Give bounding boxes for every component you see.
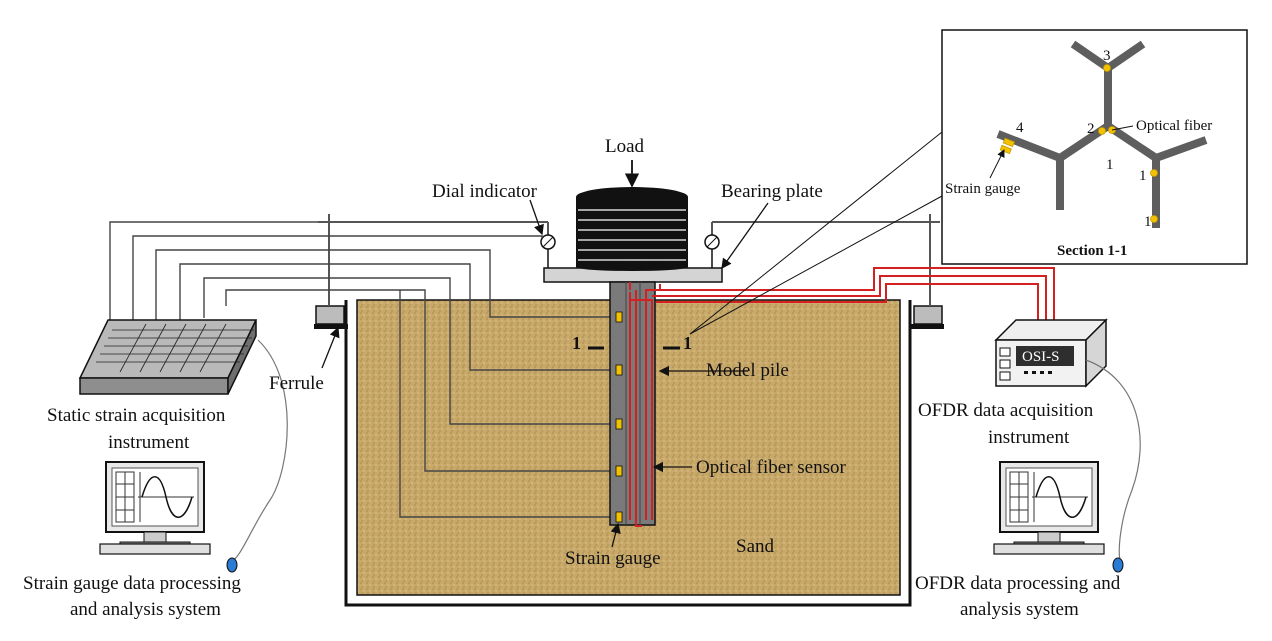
- inset-title: Section 1-1: [1057, 243, 1127, 259]
- ofdr-instrument-label-1: OFDR data acquisition: [918, 400, 1094, 421]
- ofdr-instrument: OSI-S: [994, 318, 1108, 388]
- static-instrument-label-2: instrument: [108, 432, 190, 453]
- section-marker-right-label: 1: [683, 333, 692, 353]
- static-strain-instrument: [78, 319, 258, 395]
- optical-fiber-sensor-label: Optical fiber sensor: [696, 457, 847, 478]
- left-ferrule: [314, 305, 348, 329]
- strain-system-label-2: and analysis system: [70, 599, 221, 620]
- strain-gauge-label: Strain gauge: [565, 548, 661, 569]
- ofdr-device-text: OSI-S: [1022, 349, 1060, 365]
- section-inset: 3 2 4 1 1 1 Optical fiber Strain gauge S…: [941, 29, 1248, 265]
- section-callout-lines: [689, 131, 943, 335]
- dial-indicator-label: Dial indicator: [432, 181, 538, 202]
- ofdr-system-label-1: OFDR data processing and: [915, 573, 1121, 594]
- model-pile: [609, 281, 656, 526]
- reference-beam: [318, 214, 940, 306]
- computer-left: [99, 461, 238, 573]
- computer-right: [993, 461, 1124, 573]
- inset-point-2: 2: [1087, 121, 1095, 137]
- dial-indicator-right: [704, 234, 720, 268]
- optical-fiber-cables: [629, 267, 1055, 527]
- model-pile-label: Model pile: [706, 360, 789, 381]
- ferrule-label: Ferrule: [269, 373, 324, 394]
- static-instrument-cable: [229, 339, 288, 563]
- inset-point-4: 4: [1016, 120, 1024, 136]
- ofdr-system-label-2: analysis system: [960, 599, 1079, 620]
- pile-strain-gauges: [615, 311, 623, 523]
- inset-strain-gauge-label: Strain gauge: [945, 181, 1021, 197]
- section-marker-left: 1: [572, 333, 604, 353]
- dial-indicator-left: [540, 234, 556, 268]
- load-label: Load: [605, 136, 645, 157]
- right-ferrule: [910, 305, 944, 329]
- ofdr-instrument-label-2: instrument: [988, 427, 1070, 448]
- static-instrument-label-1: Static strain acquisition: [47, 405, 226, 426]
- ofdr-instrument-cable: [1085, 359, 1141, 561]
- inset-optical-fiber-label: Optical fiber: [1136, 118, 1212, 134]
- strain-system-label-1: Strain gauge data processing: [23, 573, 241, 594]
- inset-point-3: 3: [1103, 48, 1111, 64]
- inset-point-1b: 1: [1139, 168, 1147, 184]
- section-marker-left-label: 1: [572, 333, 581, 353]
- bearing-plate-label: Bearing plate: [721, 181, 823, 202]
- strain-gauge-cables: [109, 221, 618, 518]
- inset-point-1c: 1: [1144, 214, 1152, 230]
- inset-point-1a: 1: [1106, 157, 1114, 173]
- load-weights: [576, 187, 688, 271]
- sand-label: Sand: [736, 536, 775, 557]
- leader-arrows: [321, 199, 769, 548]
- section-marker-right: 1: [663, 333, 692, 353]
